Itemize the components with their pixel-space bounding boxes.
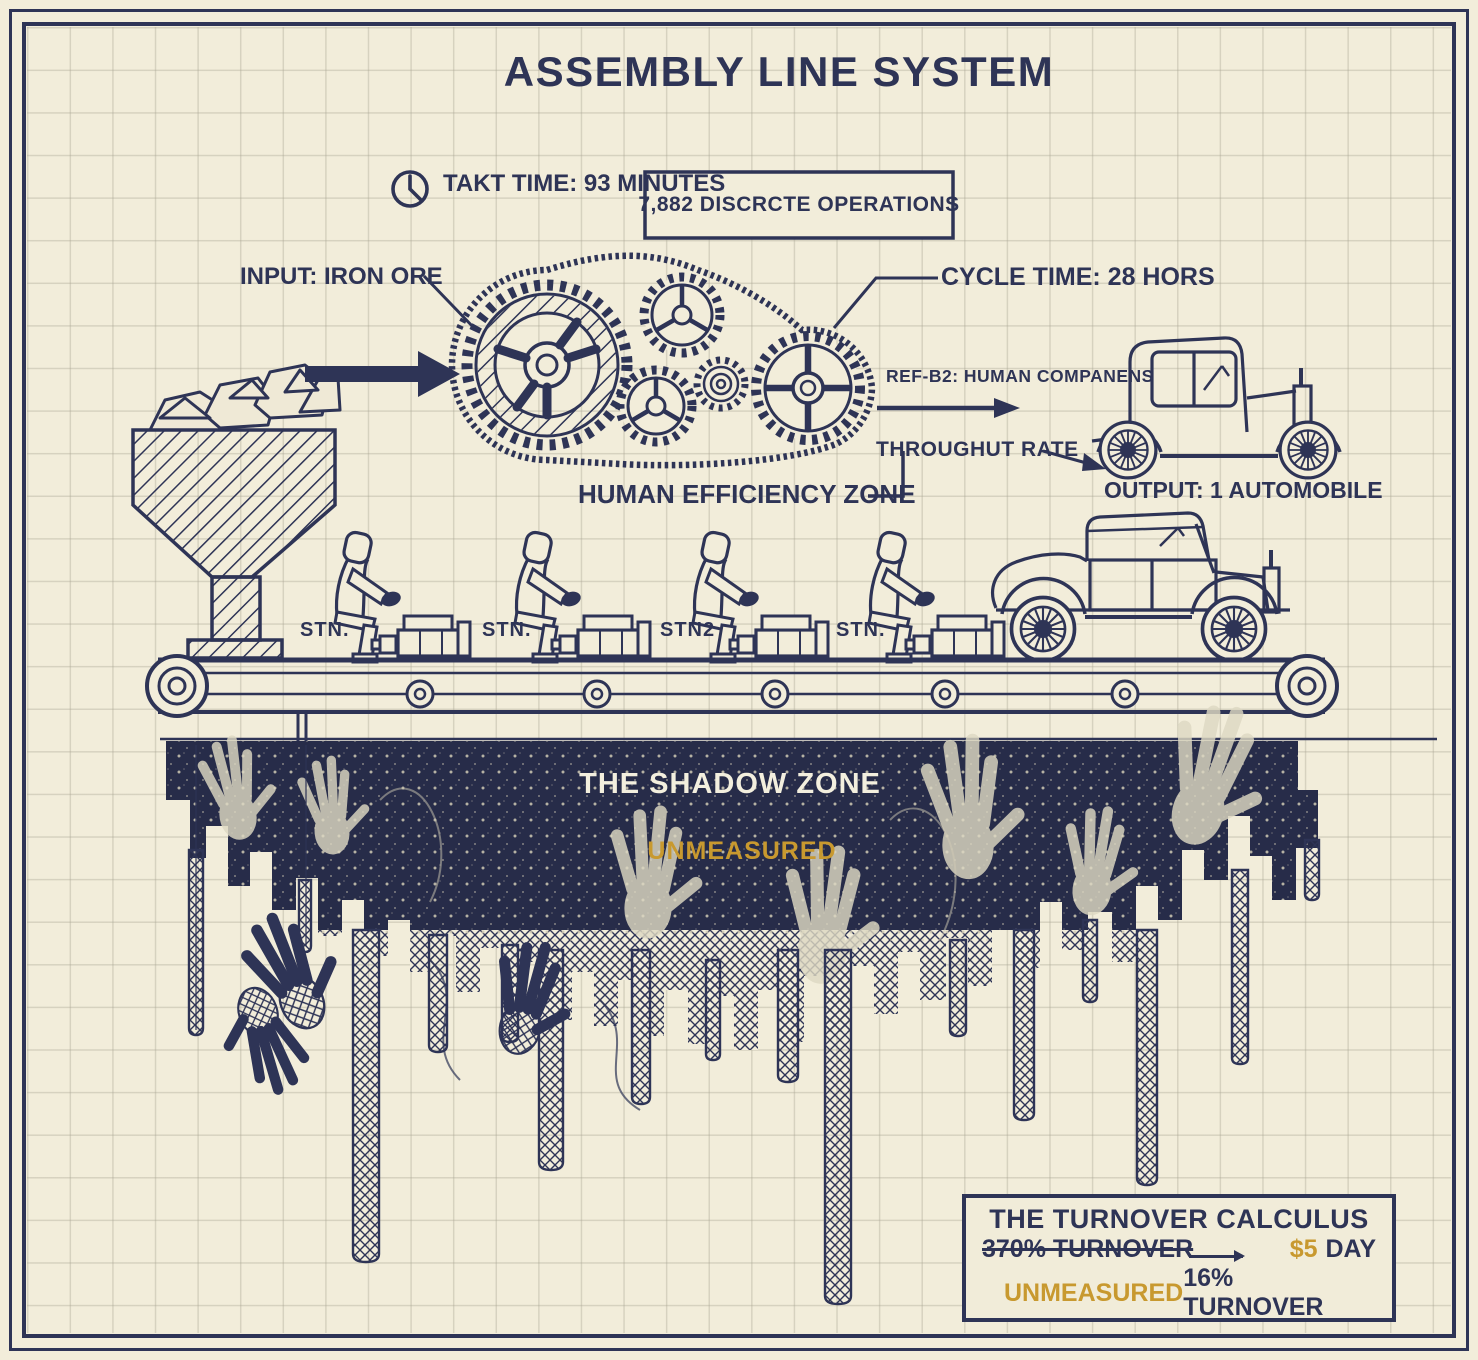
gear-top bbox=[639, 272, 725, 358]
shadow-zone-title: THE SHADOW ZONE bbox=[579, 768, 881, 800]
station-label: STN. bbox=[482, 619, 532, 641]
output-automobile bbox=[1091, 336, 1342, 480]
gear-small bbox=[693, 356, 749, 412]
right-arrow-icon bbox=[1189, 1250, 1246, 1262]
throughput-arrow-icon bbox=[1042, 449, 1106, 471]
throughput-label: THROUGHUT RATE bbox=[876, 438, 1079, 461]
old-turnover-rate: 370% TURNOVER bbox=[982, 1235, 1194, 1263]
efficiency-zone-label: HUMAN EFFICIENCY ZONE bbox=[578, 479, 916, 509]
clock-icon bbox=[391, 170, 429, 208]
ore-hopper bbox=[131, 363, 342, 660]
belt-idlers bbox=[405, 679, 1140, 709]
gear-right bbox=[751, 331, 865, 445]
drips bbox=[187, 838, 1321, 1306]
input-label: INPUT: IRON ORE bbox=[240, 263, 443, 290]
turnover-calculus-box: THE TURNOVER CALCULUS 370% TURNOVER $5 D… bbox=[962, 1194, 1396, 1322]
shadow-zone-subtitle: UNMEASURED bbox=[647, 837, 837, 865]
page-title: ASSEMBLY LINE SYSTEM bbox=[503, 48, 1055, 95]
cycle-time-label: CYCLE TIME: 28 HORS bbox=[941, 263, 1215, 291]
bold-right-arrow-icon bbox=[305, 351, 460, 397]
takt-time-label: TAKT TIME: 93 MINUTES bbox=[443, 170, 726, 197]
station-label: STN2 bbox=[660, 619, 716, 641]
ref-right-arrow-icon bbox=[877, 398, 1020, 418]
station-label: STN. bbox=[300, 619, 350, 641]
scribbles bbox=[379, 787, 957, 941]
wage-amount: $5 bbox=[1289, 1235, 1318, 1263]
wage-unit: DAY bbox=[1325, 1235, 1377, 1263]
new-turnover-rate: 16% TURNOVER bbox=[1183, 1264, 1324, 1321]
ref-label: REF-B2: HUMAN COMPANENS bbox=[886, 366, 1154, 386]
workpiece bbox=[550, 614, 652, 658]
unmeasured-label: UNMEASURED bbox=[1004, 1278, 1184, 1307]
wage-value: $5 DAY bbox=[1290, 1235, 1376, 1264]
cycle-time-connector-line bbox=[832, 276, 938, 329]
input-leader-line bbox=[422, 274, 478, 332]
workpiece bbox=[728, 614, 830, 658]
belt-roller-right bbox=[1275, 654, 1339, 718]
conveyor-belt bbox=[145, 654, 1437, 741]
station-label: STN. bbox=[836, 619, 886, 641]
turnover-result-row: UNMEASURED 16% TURNOVER bbox=[982, 1264, 1376, 1322]
roadster-automobile bbox=[991, 511, 1290, 663]
workpiece bbox=[370, 614, 472, 658]
gear-bottom bbox=[615, 365, 697, 447]
operations-box-outline bbox=[643, 170, 955, 240]
grid-paper-background bbox=[27, 27, 1451, 1333]
turnover-comparison-row: 370% TURNOVER $5 DAY bbox=[982, 1235, 1376, 1264]
gear-large bbox=[461, 279, 633, 451]
output-label: OUTPUT: 1 AUTOMOBILE bbox=[1104, 477, 1383, 503]
workpiece bbox=[904, 614, 1006, 658]
operations-box: 7,882 DISCRCTE OPERATIONS bbox=[638, 193, 960, 216]
ore-rocks bbox=[148, 363, 342, 432]
gear-train bbox=[448, 252, 876, 469]
efficiency-zone-connector-line bbox=[868, 451, 905, 498]
turnover-title: THE TURNOVER CALCULUS bbox=[989, 1204, 1369, 1234]
belt-roller-left bbox=[145, 654, 209, 718]
